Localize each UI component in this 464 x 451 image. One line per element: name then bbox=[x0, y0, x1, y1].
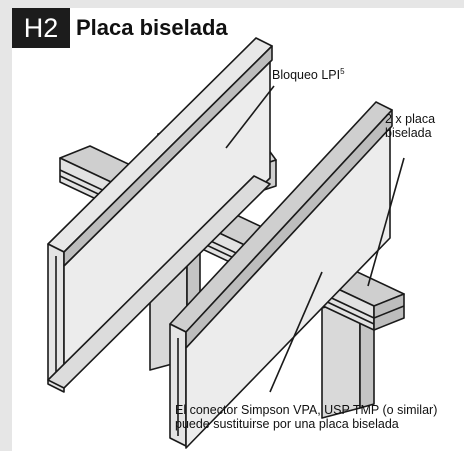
framing-illustration bbox=[47, 37, 405, 449]
connector-leader-line bbox=[269, 271, 323, 393]
blocking-label-text: Bloqueo LPI bbox=[272, 68, 341, 82]
blocking-leader-line bbox=[225, 85, 275, 149]
connector-label-line2: puede sustituirse por una placa biselada bbox=[175, 417, 399, 431]
figure-title: Placa biselada bbox=[76, 15, 228, 40]
blocking-label: Bloqueo LPI5 bbox=[272, 66, 345, 82]
connector-label-line1: El conector Simpson VPA, USP TMP (o simi… bbox=[175, 403, 438, 417]
connector-label: El conector Simpson VPA, USP TMP (o simi… bbox=[175, 403, 464, 431]
right-i-joist bbox=[169, 101, 393, 449]
figure-panel: Bloqueo LPI5 2 x placa biselada El conec… bbox=[12, 8, 464, 451]
left-i-joist bbox=[47, 37, 273, 393]
plates-label: 2 x placa biselada bbox=[385, 112, 435, 140]
plates-label-line1: 2 x placa bbox=[385, 112, 436, 126]
blocking-footnote: 5 bbox=[340, 66, 345, 76]
figure-header: H2 Placa biselada bbox=[12, 8, 228, 48]
plates-leader-line bbox=[367, 157, 405, 287]
figure-code-badge: H2 bbox=[12, 8, 70, 48]
plates-label-line2: biselada bbox=[385, 126, 432, 140]
